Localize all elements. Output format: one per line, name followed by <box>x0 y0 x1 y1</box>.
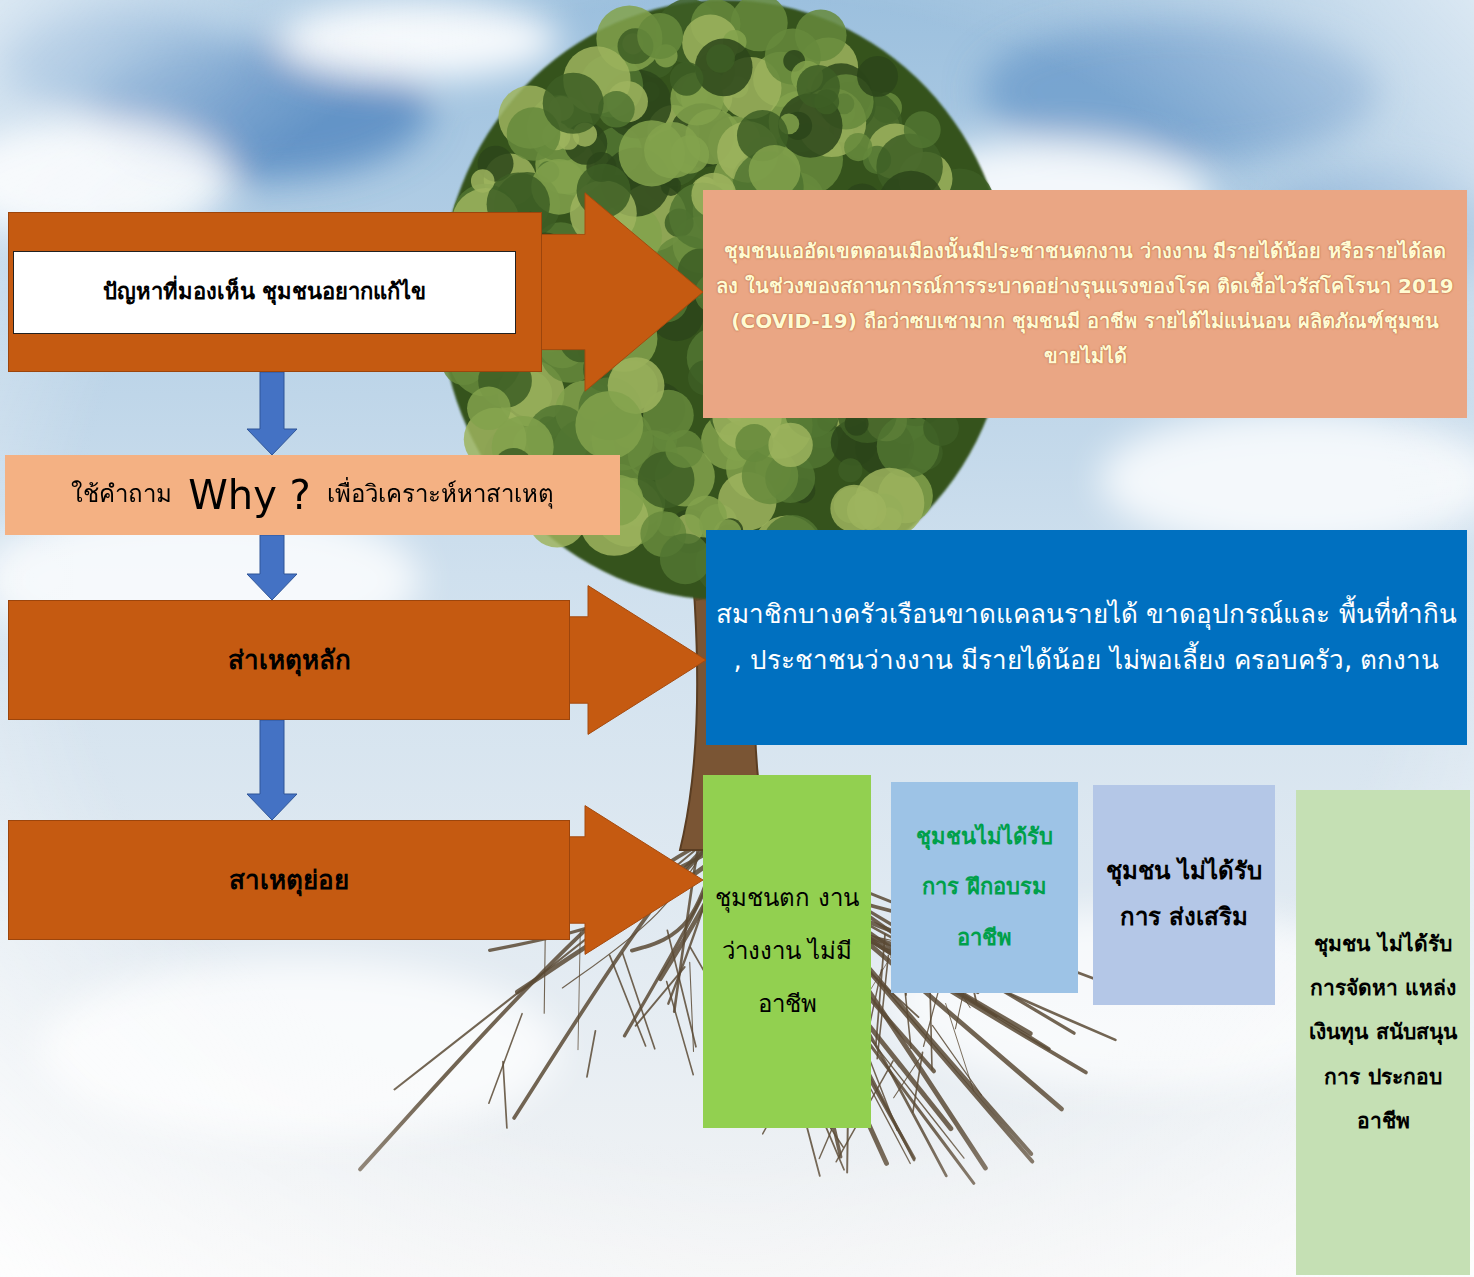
sub-cause-band: สาเหตุย่อย <box>8 820 570 940</box>
orange-arrow <box>569 806 703 955</box>
why-question-band: ใช้คำถาม Why ? เพื่อวิเคราะห์หาสาเหตุ <box>5 455 620 535</box>
node-text: ชุมชนตก งาน ว่างงาน ไม่มี อาชีพ <box>713 872 861 1030</box>
problem-description-box: ชุมชนแออัดเขตดอนเมืองนั้นมีประชาชนตกงาน … <box>703 190 1467 418</box>
text-holder: ใช้คำถาม Why ? เพื่อวิเคราะห์หาสาเหตุ <box>11 469 614 521</box>
problem-band: ปัญหาที่มองเห็น ชุมชนอยากแก้ไข <box>8 212 542 372</box>
node-text: ชุมชนไม่ได้รับการ ฝึกอบรมอาชีพ <box>899 812 1070 964</box>
node-text: ส่าเหตุหลัก <box>17 642 561 678</box>
node-text: ชุมชน ไม่ได้รับ การ ส่งเสริม <box>1103 849 1265 940</box>
main-cause-band: ส่าเหตุหลัก <box>8 600 570 720</box>
text-holder: ส่าเหตุหลัก <box>17 642 561 678</box>
node-text: ชุมชน ไม่ได้รับ การจัดหา แหล่ง เงินทุน ส… <box>1304 922 1462 1142</box>
node-text: เพื่อวิเคราะห์หาสาเหตุ <box>327 479 554 510</box>
node-text: Why ? <box>188 469 311 521</box>
main-cause-box: สมาชิกบางครัวเรือนขาดแคลนรายได้ ขาดอุปกร… <box>706 530 1467 745</box>
orange-arrow <box>569 586 706 735</box>
text-holder: ชุมชน ไม่ได้รับ การจัดหา แหล่ง เงินทุน ส… <box>1304 922 1462 1142</box>
node-text: ใช้คำถาม <box>71 479 172 510</box>
sub-cause-box: ชุมชนไม่ได้รับการ ฝึกอบรมอาชีพ <box>891 782 1078 993</box>
node-text: สมาชิกบางครัวเรือนขาดแคลนรายได้ ขาดอุปกร… <box>716 592 1457 683</box>
text-holder: สาเหตุย่อย <box>17 862 561 898</box>
text-holder: ชุมชนตก งาน ว่างงาน ไม่มี อาชีพ <box>713 872 861 1030</box>
node-text: ปัญหาที่มองเห็น ชุมชนอยากแก้ไข <box>103 277 427 308</box>
node-text: สาเหตุย่อย <box>17 862 561 898</box>
text-holder: ชุมชนไม่ได้รับการ ฝึกอบรมอาชีพ <box>899 812 1070 964</box>
node-text: ชุมชนแออัดเขตดอนเมืองนั้นมีประชาชนตกงาน … <box>713 234 1457 374</box>
down-arrow <box>247 720 297 820</box>
sub-cause-box: ชุมชน ไม่ได้รับ การ ส่งเสริม <box>1093 785 1275 1005</box>
sub-cause-box: ชุมชนตก งาน ว่างงาน ไม่มี อาชีพ <box>703 775 871 1128</box>
text-holder: สมาชิกบางครัวเรือนขาดแคลนรายได้ ขาดอุปกร… <box>716 592 1457 683</box>
orange-arrow <box>541 193 703 391</box>
text-holder: ชุมชนแออัดเขตดอนเมืองนั้นมีประชาชนตกงาน … <box>713 234 1457 374</box>
text-holder: ชุมชน ไม่ได้รับ การ ส่งเสริม <box>1103 849 1265 940</box>
down-arrow <box>247 535 297 600</box>
sub-cause-box: ชุมชน ไม่ได้รับ การจัดหา แหล่ง เงินทุน ส… <box>1296 790 1470 1275</box>
problem-label-box: ปัญหาที่มองเห็น ชุมชนอยากแก้ไข <box>13 251 516 334</box>
down-arrow <box>247 372 297 455</box>
